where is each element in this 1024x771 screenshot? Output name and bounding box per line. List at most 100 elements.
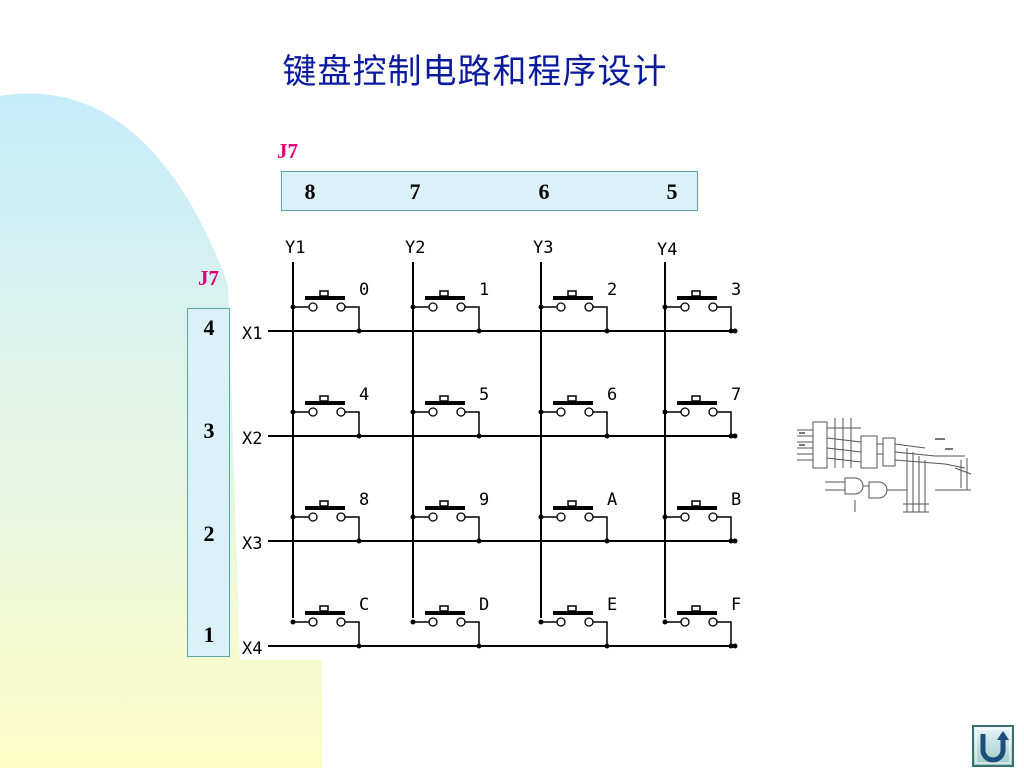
key-lead — [593, 516, 608, 541]
key-contact — [680, 302, 690, 312]
connector-left-pin: 1 — [203, 622, 215, 647]
row-wire-end — [732, 643, 738, 649]
key-switch-stem — [691, 500, 701, 507]
key-junction — [476, 328, 482, 334]
key-contact — [428, 512, 438, 522]
key-switch-bar — [553, 611, 593, 615]
key-lead — [465, 411, 480, 436]
key-label: 1 — [479, 280, 489, 300]
key-junction — [538, 409, 544, 415]
row-wire-end — [732, 328, 738, 334]
key-lead — [593, 621, 608, 646]
key-lead — [717, 306, 732, 331]
key-contact — [708, 407, 718, 417]
slide-title: 键盘控制电路和程序设计 — [282, 52, 668, 92]
key-label: F — [731, 595, 741, 615]
row-label: X1 — [242, 324, 262, 344]
key-switch-bar — [677, 506, 717, 510]
key-contact — [680, 617, 690, 627]
key-contact — [336, 512, 346, 522]
key-switch-stem — [691, 395, 701, 402]
key-contact — [556, 407, 566, 417]
key-contact — [336, 407, 346, 417]
key-contact — [428, 407, 438, 417]
key-junction — [728, 643, 734, 649]
key-contact — [428, 617, 438, 627]
key-label: 2 — [607, 280, 617, 300]
key-lead — [717, 516, 732, 541]
key-switch-stem — [691, 605, 701, 612]
key-lead — [593, 306, 608, 331]
key-junction — [538, 619, 544, 625]
key-contact — [556, 302, 566, 312]
key-lead — [345, 516, 360, 541]
key-junction — [410, 619, 416, 625]
key-label: D — [479, 595, 489, 615]
connector-left-pin: 2 — [203, 521, 215, 546]
key-junction — [356, 328, 362, 334]
key-lead — [717, 411, 732, 436]
key-junction — [538, 304, 544, 310]
key-switch-stem — [567, 605, 577, 612]
key-lead — [593, 411, 608, 436]
key-switch-bar — [305, 611, 345, 615]
key-junction — [476, 643, 482, 649]
key-junction — [662, 514, 668, 520]
key-contact — [336, 617, 346, 627]
key-switch-stem — [439, 290, 449, 297]
key-label: 8 — [359, 490, 369, 510]
connector-top-pin: 7 — [409, 179, 421, 204]
key-switch-stem — [319, 395, 329, 402]
key-contact — [308, 407, 318, 417]
key-switch-bar — [425, 611, 465, 615]
key-lead — [717, 621, 732, 646]
key-junction — [290, 304, 296, 310]
key-junction — [662, 409, 668, 415]
key-contact — [584, 617, 594, 627]
connector-left-pin: 4 — [203, 315, 215, 340]
key-switch-stem — [567, 395, 577, 402]
key-switch-bar — [553, 401, 593, 405]
connector-top-pin: 5 — [666, 179, 678, 204]
key-label: C — [359, 595, 369, 615]
key-contact — [456, 617, 466, 627]
key-junction — [290, 514, 296, 520]
key-switch-stem — [319, 290, 329, 297]
key-contact — [680, 512, 690, 522]
key-junction — [356, 643, 362, 649]
key-contact — [336, 302, 346, 312]
key-junction — [728, 433, 734, 439]
key-contact — [308, 302, 318, 312]
key-contact — [308, 512, 318, 522]
column-label: Y1 — [285, 238, 305, 258]
key-switch-stem — [319, 605, 329, 612]
key-label: 7 — [731, 385, 741, 405]
key-switch-bar — [677, 401, 717, 405]
key-lead — [345, 306, 360, 331]
column-label: Y2 — [405, 238, 425, 258]
key-switch-stem — [439, 500, 449, 507]
key-contact — [456, 407, 466, 417]
key-junction — [662, 619, 668, 625]
column-label: Y3 — [533, 238, 553, 258]
key-label: 9 — [479, 490, 489, 510]
return-home-button[interactable] — [972, 725, 1014, 767]
key-contact — [308, 617, 318, 627]
connector-top-pin: 8 — [304, 179, 316, 204]
key-junction — [728, 538, 734, 544]
key-junction — [476, 538, 482, 544]
key-contact — [456, 302, 466, 312]
key-junction — [538, 514, 544, 520]
connector-top-label: J7 — [277, 139, 298, 163]
key-contact — [556, 617, 566, 627]
key-label: 0 — [359, 280, 369, 300]
key-switch-bar — [305, 506, 345, 510]
key-contact — [708, 617, 718, 627]
key-lead — [465, 516, 480, 541]
key-label: A — [607, 490, 617, 510]
key-contact — [456, 512, 466, 522]
key-switch-stem — [439, 395, 449, 402]
row-label: X3 — [242, 534, 262, 554]
